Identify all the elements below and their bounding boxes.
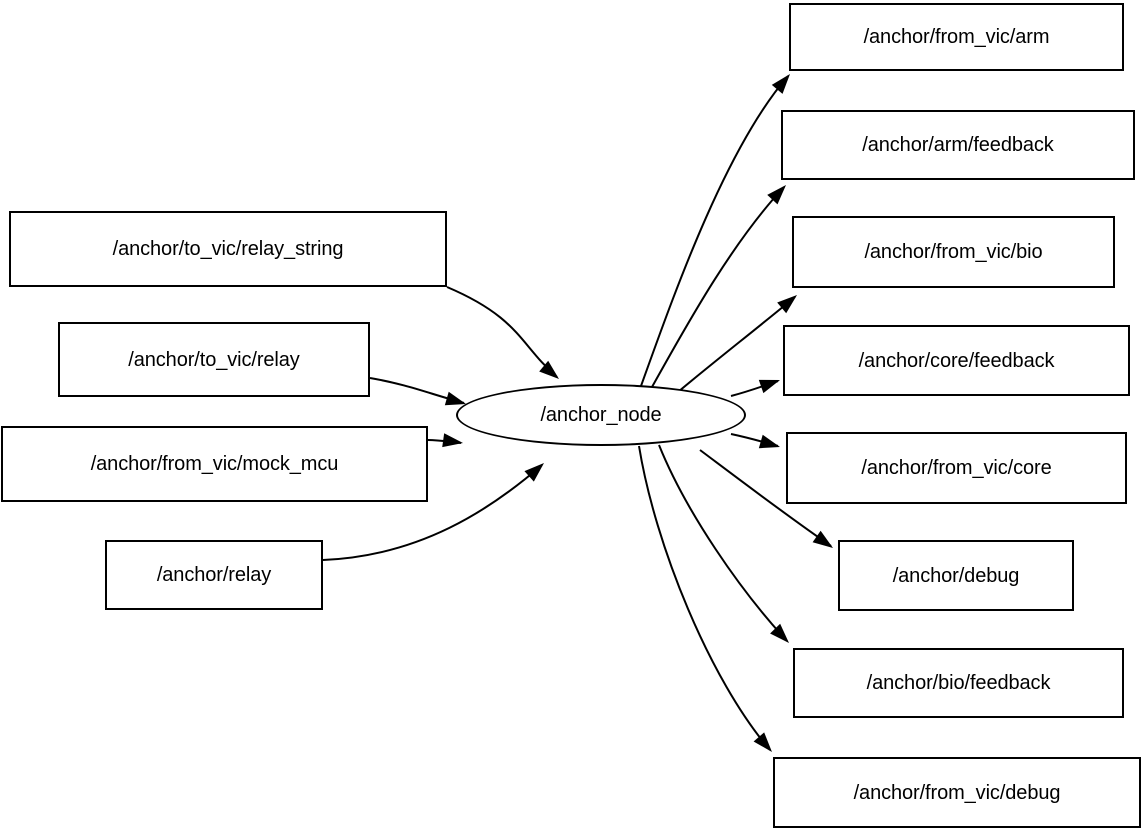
node-label: /anchor/from_vic/debug [853,781,1061,804]
edge-anchor_node-to-bio_feedback [658,444,788,642]
topic-node-to_vic_relay[interactable]: /anchor/to_vic/relay [58,322,370,397]
edge-anchor_node-to-from_vic_arm [640,75,789,387]
arrowhead-icon [812,530,833,548]
edge-anchor_node-to-from_vic_bio [677,296,796,393]
topic-node-from_vic_mock_mcu[interactable]: /anchor/from_vic/mock_mcu [1,426,428,502]
node-label: /anchor/bio/feedback [866,672,1051,694]
topic-node-to_vic_relay_string[interactable]: /anchor/to_vic/relay_string [9,211,447,287]
arrowhead-icon [777,295,797,314]
edge-anchor_node-to-core_feedback [730,380,779,397]
edge-to_vic_relay-to-anchor_node [369,377,465,404]
arrowhead-icon [753,732,772,752]
node-label: /anchor/debug [892,564,1020,587]
topic-node-relay[interactable]: /anchor/relay [105,540,323,610]
arrowhead-icon [771,74,790,94]
arrowhead-icon [539,360,559,379]
node-label: /anchor/to_vic/relay_string [112,238,344,260]
edge-to_vic_relay_string-to-anchor_node [446,286,558,378]
center-node-anchor-node[interactable]: /anchor_node [456,384,746,446]
topic-node-from_vic_debug[interactable]: /anchor/from_vic/debug [773,757,1141,828]
node-label: /anchor/relay [156,564,272,586]
topic-node-arm_feedback[interactable]: /anchor/arm/feedback [781,110,1135,180]
node-label: /anchor/from_vic/arm [863,26,1050,48]
arrowhead-icon [767,185,786,205]
edge-anchor_node-to-from_vic_debug [638,445,771,751]
topic-node-core_feedback[interactable]: /anchor/core/feedback [783,325,1130,396]
node-label: /anchor/from_vic/bio [864,241,1043,263]
topic-node-debug[interactable]: /anchor/debug [838,540,1074,611]
edge-from_vic_mock_mcu-to-anchor_node [427,439,462,444]
topic-node-from_vic_core[interactable]: /anchor/from_vic/core [786,432,1127,504]
topic-node-from_vic_arm[interactable]: /anchor/from_vic/arm [789,3,1124,71]
arrowhead-icon [442,433,463,448]
node-label: /anchor/from_vic/mock_mcu [90,453,339,475]
topic-node-from_vic_bio[interactable]: /anchor/from_vic/bio [792,216,1115,288]
arrowhead-icon [770,623,789,643]
center-node-label: /anchor_node [540,404,662,426]
node-label: /anchor/core/feedback [858,349,1055,372]
node-label: /anchor/to_vic/relay [128,348,300,371]
topic-node-bio_feedback[interactable]: /anchor/bio/feedback [793,648,1124,718]
edge-anchor_node-to-from_vic_core [730,433,779,447]
edge-anchor_node-to-arm_feedback [651,186,785,388]
arrowhead-icon [758,434,780,449]
node-label: /anchor/from_vic/core [861,457,1052,479]
arrowhead-icon [758,379,780,394]
arrowhead-icon [524,463,544,482]
node-label: /anchor/arm/feedback [862,134,1054,156]
